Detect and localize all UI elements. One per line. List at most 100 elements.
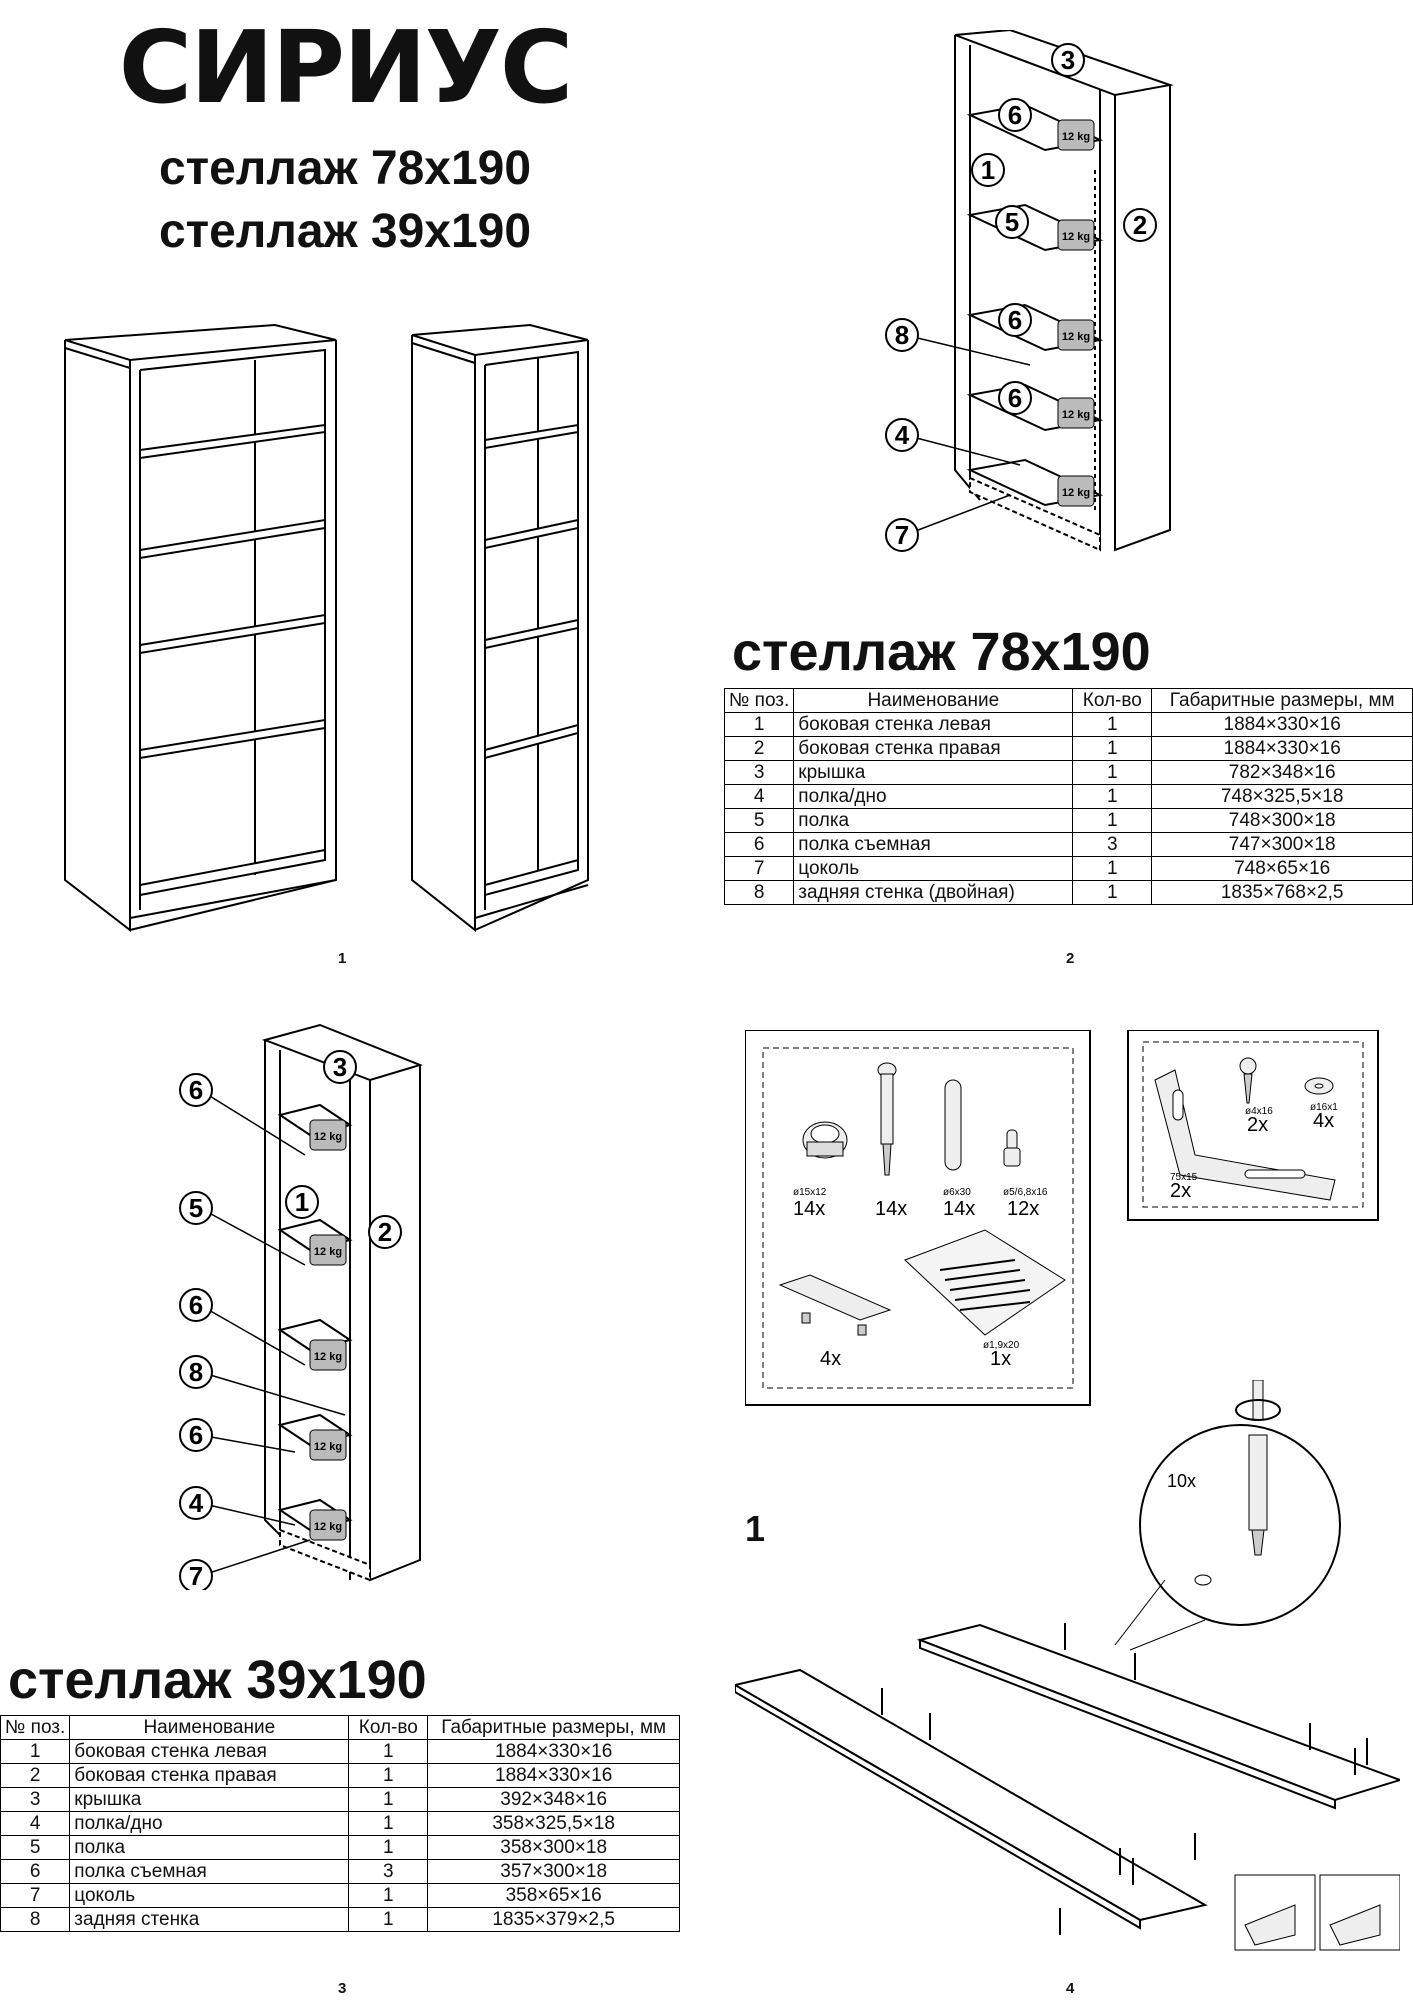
table-cell: 3 <box>723 760 795 785</box>
item-qty: 2x <box>1170 1180 1191 1202</box>
table-cell: полка <box>793 808 1074 833</box>
table-cell: 1835×768×2,5 <box>1151 880 1413 905</box>
table-cell: полка <box>69 1835 350 1860</box>
table-cell: 1 <box>348 1763 429 1788</box>
callouts-39: 3 6 1 2 5 6 8 6 4 7 <box>179 1050 402 1590</box>
item-qty: 4x <box>820 1348 841 1370</box>
callout-label: 2 <box>378 1217 392 1247</box>
table-cell: 3 <box>1072 832 1153 857</box>
spec-table-78: № поз. Наименование Кол-во Габаритные ра… <box>723 688 1413 905</box>
subtitle-39: стеллаж 39х190 <box>158 205 532 258</box>
table-cell: 6 <box>723 832 795 857</box>
screw-icon <box>1239 1057 1257 1104</box>
table-cell: 358×325,5×18 <box>427 1811 680 1836</box>
rods-placed <box>881 1623 1368 1935</box>
exploded-view-39: 12 kg 12 kg 12 kg 12 kg 12 kg 3 6 1 2 5 … <box>179 1023 424 1590</box>
table-cell: крышка <box>793 760 1074 785</box>
callout-label: 2 <box>1133 210 1147 240</box>
table-cell: боковая стенка левая <box>793 712 1074 737</box>
table-cell: 1884×330×16 <box>427 1739 680 1764</box>
item-size: ø5/6,8x16 <box>1003 1187 1048 1198</box>
callout-label: 3 <box>1061 45 1075 75</box>
weight-label: 12 kg <box>314 1521 342 1533</box>
nails-bag-icon <box>904 1229 1066 1336</box>
table-cell: 1 <box>348 1883 429 1908</box>
item-qty: 2x <box>1247 1114 1268 1136</box>
table-cell: 1 <box>1072 712 1153 737</box>
item-size: 75x15 <box>1170 1172 1198 1183</box>
table-cell: 1 <box>1072 880 1153 905</box>
table-cell: 5 <box>0 1835 71 1860</box>
col-header-qty: Кол-во <box>348 1715 429 1740</box>
table-cell: боковая стенка правая <box>69 1763 350 1788</box>
callouts-78: 3 6 1 5 2 6 8 6 4 7 <box>885 43 1157 552</box>
callout-label: 4 <box>189 1488 204 1518</box>
exploded-view-78: 12 kg 12 kg 12 kg 12 kg 12 kg 3 6 1 5 2 … <box>885 30 1174 552</box>
pin-icon <box>1003 1129 1021 1167</box>
table-header-row: № поз. Наименование Кол-во Габаритные ра… <box>723 688 1413 713</box>
col-header-dimensions: Габаритные размеры, мм <box>1151 688 1413 713</box>
table-cell: цоколь <box>793 856 1074 881</box>
table-cell: 358×65×16 <box>427 1883 680 1908</box>
item-qty: 14x <box>875 1198 907 1220</box>
subtitle-78: стеллаж 78х190 <box>158 142 532 195</box>
item-size: ø16x1 <box>1310 1102 1338 1113</box>
table-cell: 1 <box>1072 856 1153 881</box>
weight-label: 12 kg <box>314 1246 342 1258</box>
table-cell: 748×65×16 <box>1151 856 1413 881</box>
table-cell: 8 <box>723 880 795 905</box>
table-cell: 1 <box>1072 784 1153 809</box>
item-qty: 1x <box>990 1348 1011 1370</box>
detail-qty: 10x <box>1167 1471 1196 1491</box>
table-cell: 2 <box>723 736 795 761</box>
table-cell: 4 <box>0 1811 71 1836</box>
item-qty: 12x <box>1007 1198 1039 1220</box>
table-cell: цоколь <box>69 1883 350 1908</box>
wide-shelf-unit <box>64 323 337 933</box>
weight-badges-39: 12 kg 12 kg 12 kg 12 kg 12 kg <box>309 1119 347 1541</box>
table-cell: 5 <box>723 808 795 833</box>
side-panel-right <box>916 1623 1400 1802</box>
table-cell: боковая стенка правая <box>793 736 1074 761</box>
table-cell: 358×300×18 <box>427 1835 680 1860</box>
step-number: 1 <box>745 1508 766 1549</box>
table-cell: полка съемная <box>69 1859 350 1884</box>
callout-label: 5 <box>1005 207 1019 237</box>
screwdriver-icon <box>1235 1380 1281 1556</box>
table-cell: 4 <box>723 784 795 809</box>
weight-label: 12 kg <box>1062 487 1090 499</box>
table-cell: 6 <box>0 1859 71 1884</box>
weight-label: 12 kg <box>1062 331 1090 343</box>
table-cell: полка/дно <box>69 1811 350 1836</box>
table-cell: боковая стенка левая <box>69 1739 350 1764</box>
dowel-icon <box>944 1079 962 1171</box>
callout-label: 6 <box>1008 305 1022 335</box>
spec-table-39: № поз. Наименование Кол-во Габаритные ра… <box>0 1715 680 1932</box>
col-header-pos: № поз. <box>723 688 795 713</box>
item-size: ø6x30 <box>943 1187 971 1198</box>
table-78-title: стеллаж 78х190 <box>732 622 1151 682</box>
table-cell: 748×325,5×18 <box>1151 784 1413 809</box>
item-qty: 14x <box>793 1198 825 1220</box>
table-cell: полка/дно <box>793 784 1074 809</box>
item-size: ø1,9x20 <box>983 1340 1020 1351</box>
callout-label: 8 <box>895 320 909 350</box>
table-cell: 1 <box>723 712 795 737</box>
callout-label: 7 <box>895 520 909 550</box>
table-header-row: № поз. Наименование Кол-во Габаритные ра… <box>0 1715 680 1740</box>
page-number-1: 1 <box>338 950 347 967</box>
table-cell: 1 <box>348 1739 429 1764</box>
table-cell: 1 <box>1072 808 1153 833</box>
